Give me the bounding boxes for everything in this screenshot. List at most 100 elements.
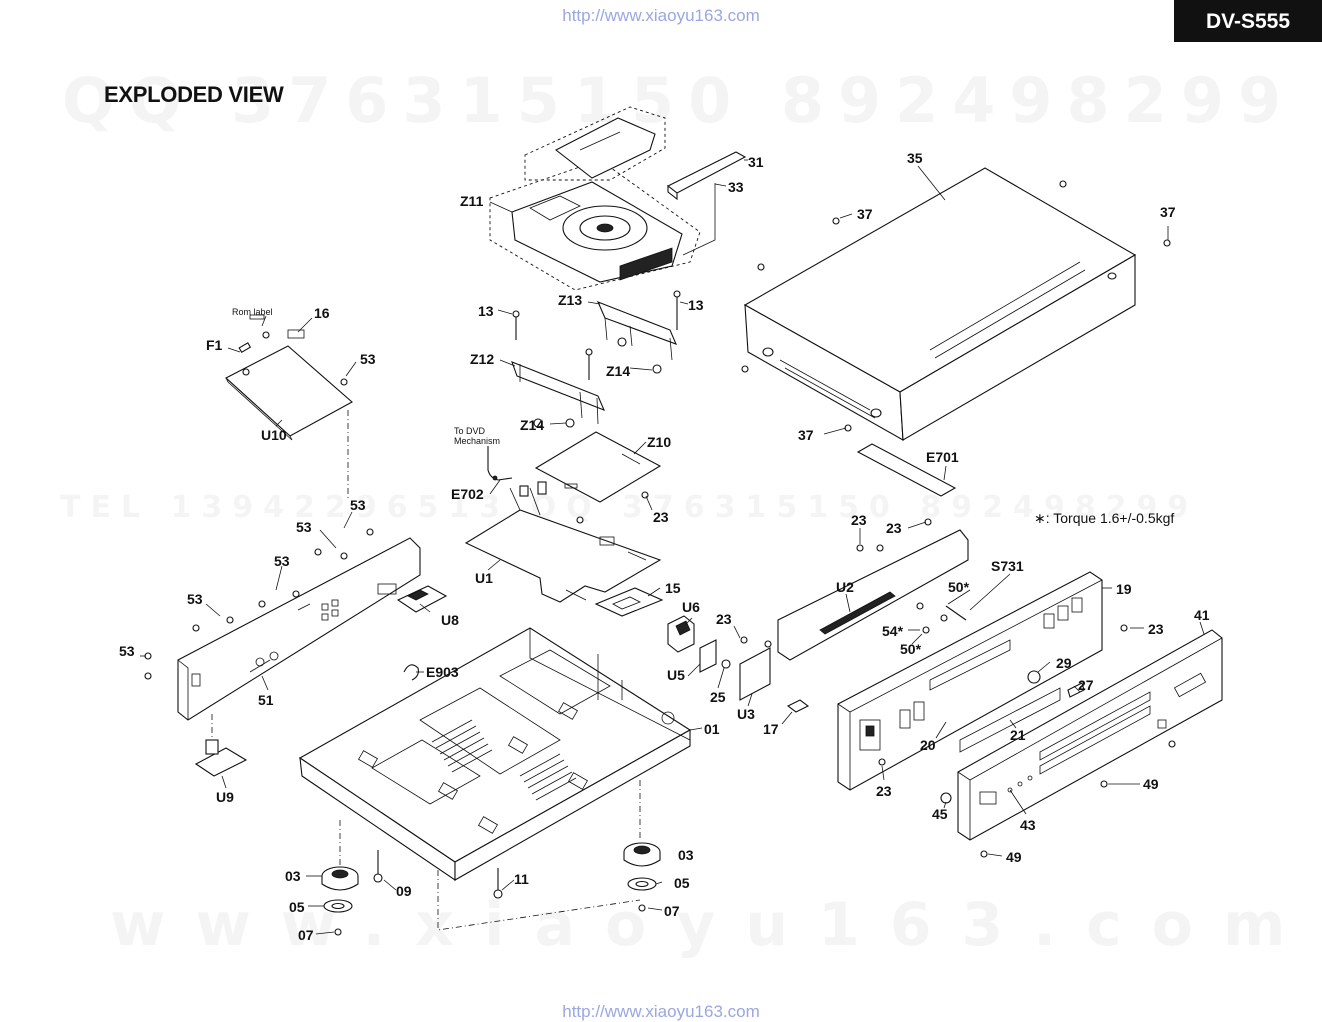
callout-z11: Z11 [460,193,484,209]
callout-mechanism: Mechanism [454,436,500,446]
callout-u3: U3 [737,706,755,722]
board-u5 [699,639,731,673]
callout-53-e: 53 [187,591,203,607]
callout-37-b: 37 [1160,204,1176,220]
callout-to-dvd: To DVD [454,426,486,436]
bracket-z13 [596,301,678,361]
callout-21: 21 [1010,727,1026,743]
callout-53-c: 53 [296,519,312,535]
callout-09: 09 [396,883,412,899]
part-17 [786,699,810,713]
callout-16: 16 [314,305,330,321]
callout-51: 51 [258,692,274,708]
screw-u1 [576,516,584,524]
board-u9 [194,714,248,777]
leader-bottom [437,870,641,931]
callout-e701: E701 [926,449,959,465]
callout-e903: E903 [426,664,459,680]
feet-left [321,850,383,936]
callout-53-a: 53 [360,351,376,367]
bracket-z12 [511,361,606,425]
callout-53-d: 53 [274,553,290,569]
board-u1 [464,481,662,603]
callout-23-d: 23 [1148,621,1164,637]
callout-11: 11 [514,871,529,887]
callout-rom-label: Rom label [232,307,273,317]
callout-z13: Z13 [558,292,582,308]
callout-23-a: 23 [653,509,669,525]
callout-23-b: 23 [851,512,867,528]
url-top[interactable]: http://www.xiaoyu163.com [562,6,760,25]
rear-panel-screws [144,528,374,680]
flat-cable-e701 [856,443,957,497]
callout-29: 29 [1056,655,1072,671]
callout-z12: Z12 [470,351,494,367]
front-rail-part [666,151,747,256]
board-u10 [225,314,353,500]
callout-20: 20 [920,737,936,753]
torque-note: ∗: Torque 1.6+/-0.5kgf [1034,510,1175,526]
callout-u8: U8 [441,612,459,628]
board-u3 [739,636,771,701]
callout-e702: E702 [451,486,484,502]
callout-z14-a: Z14 [606,363,630,379]
callout-u9: U9 [216,789,234,805]
callout-03-b: 03 [678,847,694,863]
url-bottom[interactable]: http://www.xiaoyu163.com [562,1002,760,1021]
callout-49-a: 49 [1143,776,1159,792]
callout-u6: U6 [682,599,700,615]
callout-07-a: 07 [298,927,314,943]
screw-23a [641,491,649,499]
top-cover-part [743,167,1137,441]
callout-05-a: 05 [289,899,305,915]
callout-23-c: 23 [886,520,902,536]
callout-17: 17 [763,721,779,737]
callout-23-f: 23 [876,783,892,799]
callout-s731: S731 [991,558,1024,574]
loader-mechanism [489,106,701,291]
watermark-middle: TEL 13942296513 QQ 376315150 892498299 [60,490,1198,525]
cable-e903 [403,664,419,681]
mech-screws [512,290,681,428]
callout-50-b: 50* [900,641,922,657]
board-z10 [534,431,662,503]
callout-33: 33 [728,179,744,195]
rear-panel [177,537,421,721]
callout-u5: U5 [667,667,685,683]
callout-37-a: 37 [857,206,873,222]
callout-41: 41 [1194,607,1210,623]
callout-31: 31 [748,154,764,170]
callout-43: 43 [1020,817,1036,833]
watermark-bottom: www.xiaoyu163.com [110,890,1315,960]
callout-23-e: 23 [716,611,732,627]
callout-19: 19 [1116,581,1132,597]
callout-f1: F1 [206,337,223,353]
model-badge: DV-S555 [1174,0,1322,42]
callout-05-b: 05 [674,875,690,891]
callout-13-a: 13 [478,303,494,319]
leader-lines [140,159,1205,935]
callout-03-a: 03 [285,868,301,884]
main-chassis [298,627,692,882]
callout-35: 35 [907,150,923,166]
callout-27: 27 [1078,677,1094,693]
callout-49-b: 49 [1006,849,1022,865]
board-u2 [764,518,969,661]
callout-53-b: 53 [350,497,366,513]
board-u8 [396,585,448,613]
callout-u1: U1 [475,570,493,586]
callout-labels: 31 33 35 37 37 37 Z11 Z13 13 13 Z12 Z14 … [119,150,1210,943]
callout-25: 25 [710,689,726,705]
flex-cable-e702 [487,446,513,481]
front-panel [940,629,1223,858]
callout-07-b: 07 [664,903,680,919]
callout-z10: Z10 [647,434,671,450]
watermark-top: QQ 376315150 892498299 [62,64,1295,137]
callout-u2: U2 [836,579,854,595]
callout-z14-b: Z14 [520,417,544,433]
callout-54: 54* [882,623,904,639]
page-title: EXPLODED VIEW [104,82,284,107]
callout-50-a: 50* [948,579,970,595]
